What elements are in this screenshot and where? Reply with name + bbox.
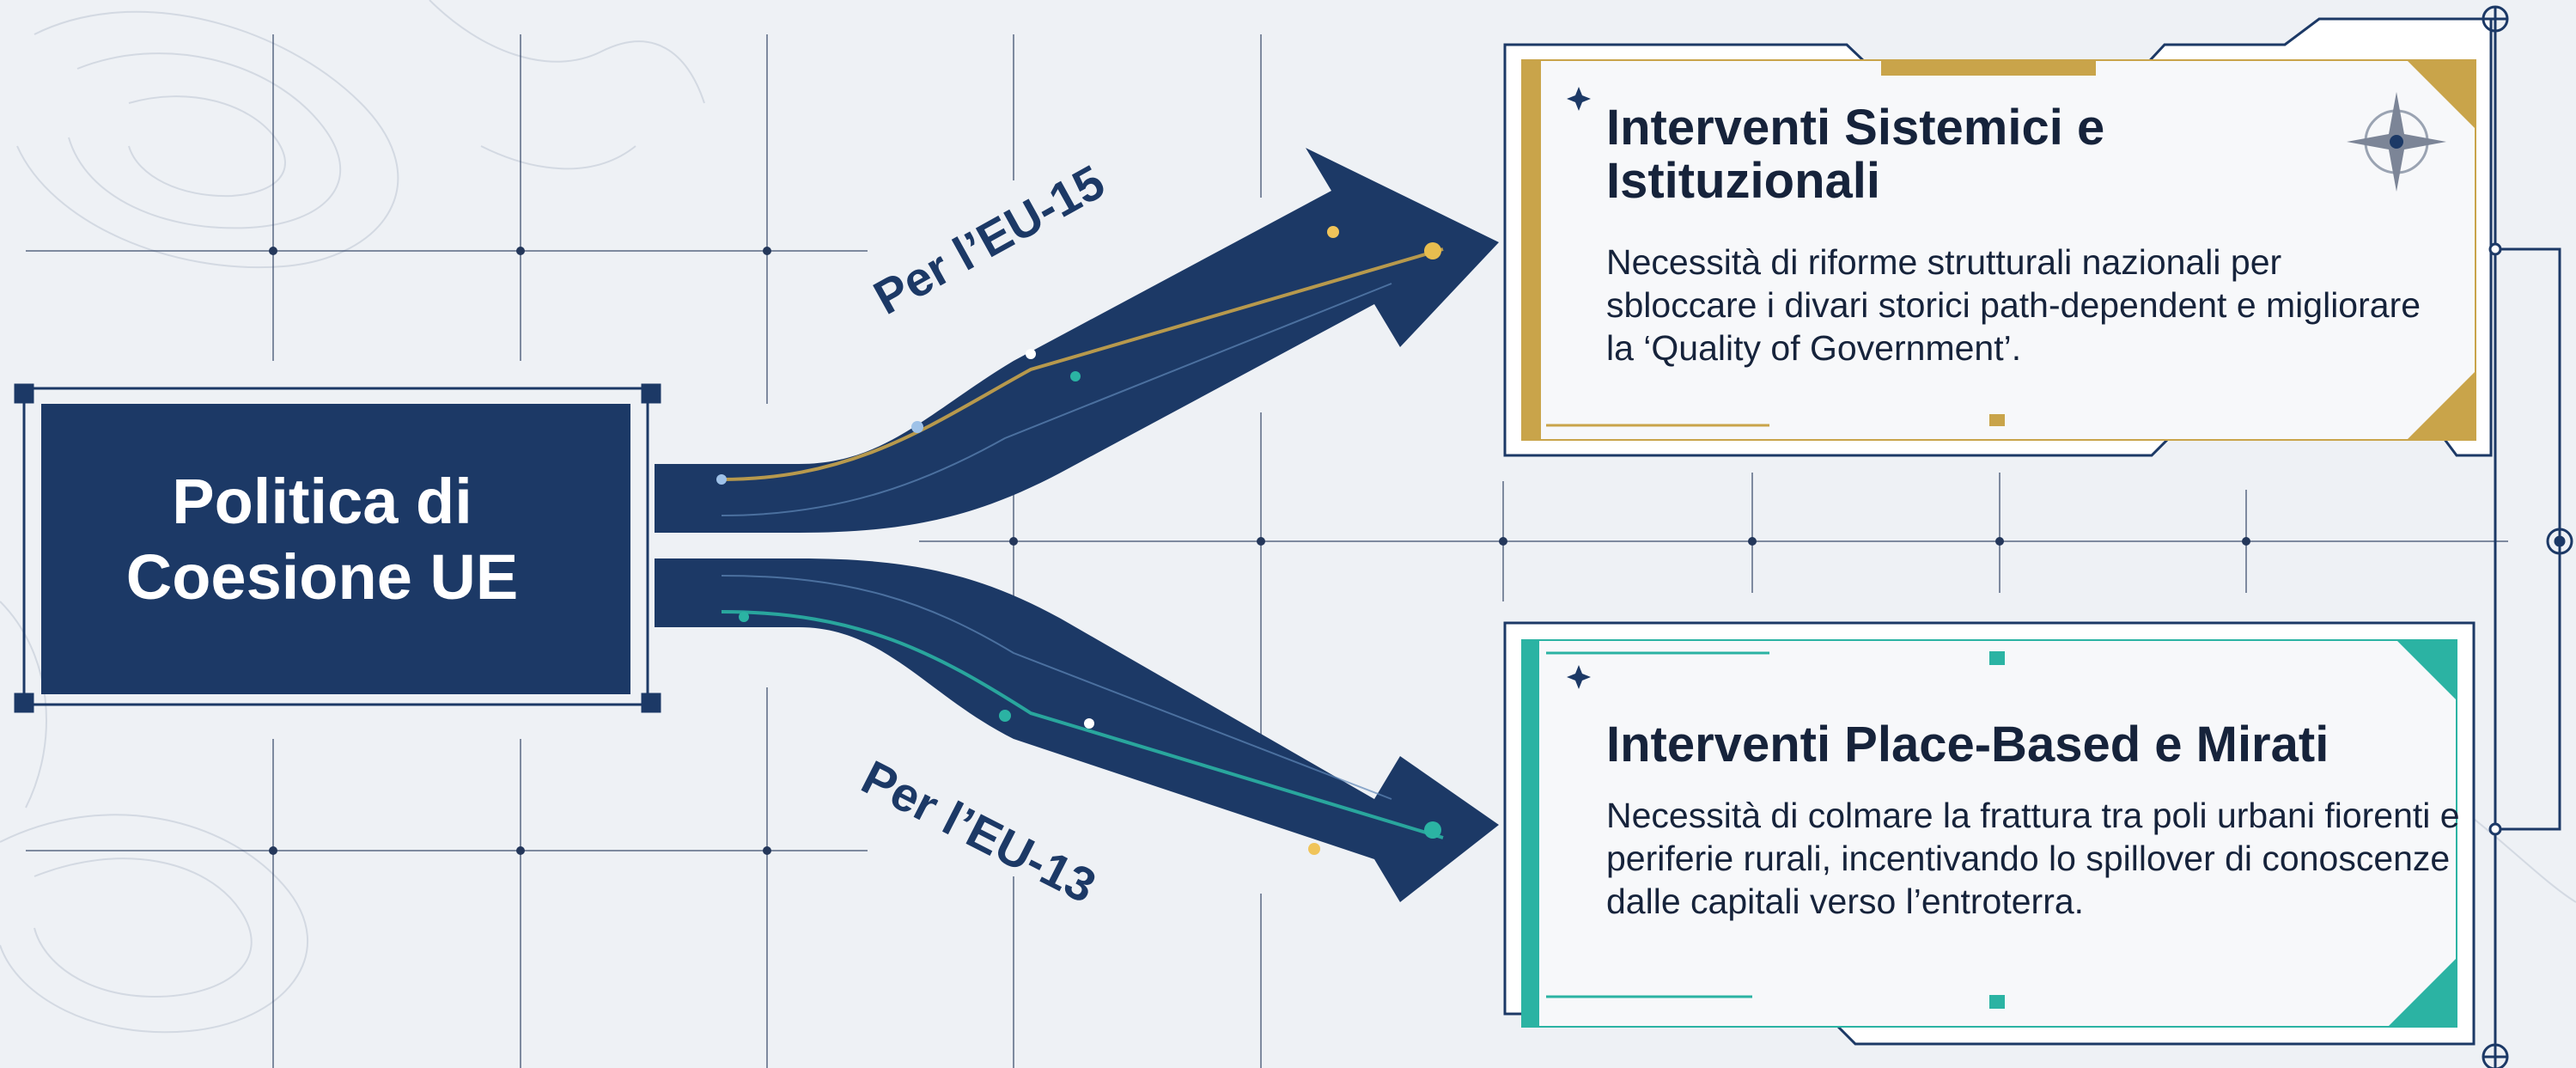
right-connector [2488, 19, 2561, 1059]
grid-nodes [269, 247, 2250, 855]
topographic-contours [0, 0, 2576, 1034]
compass-star-icon [2347, 92, 2446, 192]
card-text-placebased: Necessità di colmare la frattura tra pol… [1606, 796, 2460, 921]
card-text-sistemici: Necessità di riforme strutturali naziona… [1606, 242, 2421, 368]
branch-arrows [655, 148, 1499, 902]
source-title: Politica di Coesione UE [125, 466, 519, 613]
arrow-eu15 [655, 148, 1499, 533]
card-title-sistemici: Interventi Sistemici e Istituzionali [1606, 100, 2105, 209]
card-frame-placebased [1503, 621, 2476, 1046]
compass-star-icon [1567, 665, 1591, 689]
source-box [41, 404, 630, 694]
card-title-placebased: Interventi Place-Based e Mirati [1606, 717, 2329, 772]
arrow-eu13 [655, 558, 1499, 902]
source-frame [14, 383, 661, 713]
card-frame-sistemici [1503, 17, 2493, 457]
compass-star-icon [1567, 87, 1591, 111]
crosshair-icon [2482, 5, 2573, 1068]
